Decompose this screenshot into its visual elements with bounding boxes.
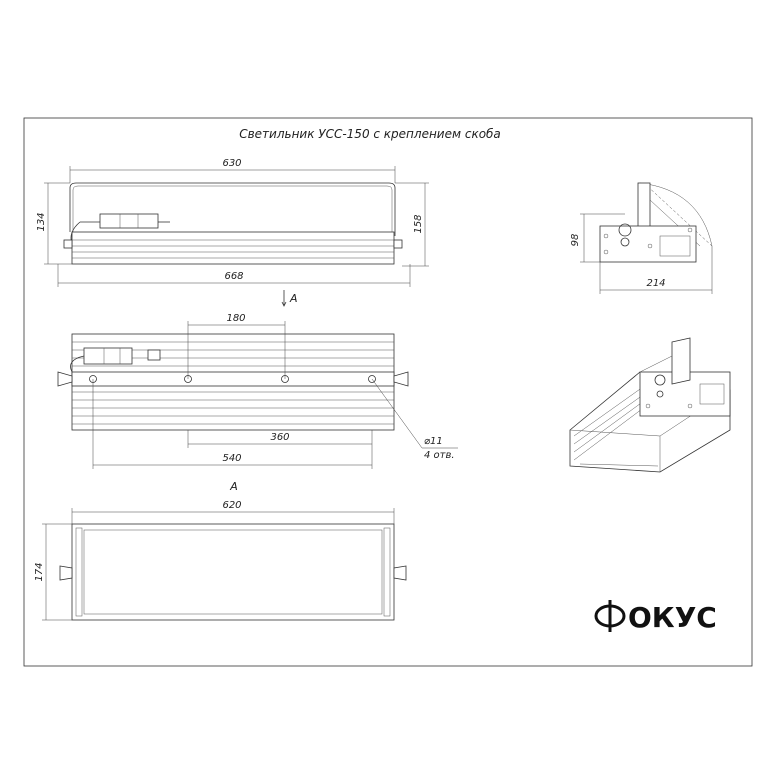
dim-front-left: 134	[36, 212, 47, 231]
dim-front-bottom: 668	[224, 271, 243, 282]
plan-view: 180 360 540 ⌀11 4 отв.	[57, 313, 458, 469]
drawing-frame	[23, 117, 753, 667]
dim-side-height: 98	[570, 234, 581, 247]
side-view: 98 214	[570, 182, 713, 294]
logo-text: ОКУС	[628, 601, 717, 634]
hole-diameter-label: ⌀11	[424, 436, 443, 447]
front-view: 630 134 158 668 A	[36, 158, 429, 307]
front-connector	[99, 213, 159, 229]
side-body	[599, 225, 697, 263]
dim-view-a-width: 620	[222, 500, 241, 511]
iso-view	[569, 337, 731, 473]
view-a-label: A	[229, 480, 238, 493]
view-arrow-label: A	[289, 292, 298, 305]
phi-logo-icon	[594, 600, 626, 632]
dim-front-right: 158	[413, 214, 424, 233]
dim-plan-180: 180	[226, 313, 245, 324]
dim-front-top: 630	[222, 158, 241, 169]
drawing-title: Светильник УСС-150 с креплением скоба	[239, 127, 501, 141]
front-body	[71, 231, 395, 265]
mount-hole	[368, 375, 376, 383]
dim-plan-360: 360	[270, 432, 289, 443]
hole-count-label: 4 отв.	[424, 450, 455, 461]
view-a: A 620 174	[34, 480, 407, 621]
dim-view-a-height: 174	[34, 562, 45, 581]
view-a-body	[71, 523, 395, 621]
dim-side-width: 214	[646, 278, 665, 289]
front-bracket	[69, 182, 396, 236]
dim-plan-540: 540	[222, 453, 241, 464]
plan-mount-bar	[71, 371, 395, 387]
logo: ОКУС	[594, 600, 717, 634]
